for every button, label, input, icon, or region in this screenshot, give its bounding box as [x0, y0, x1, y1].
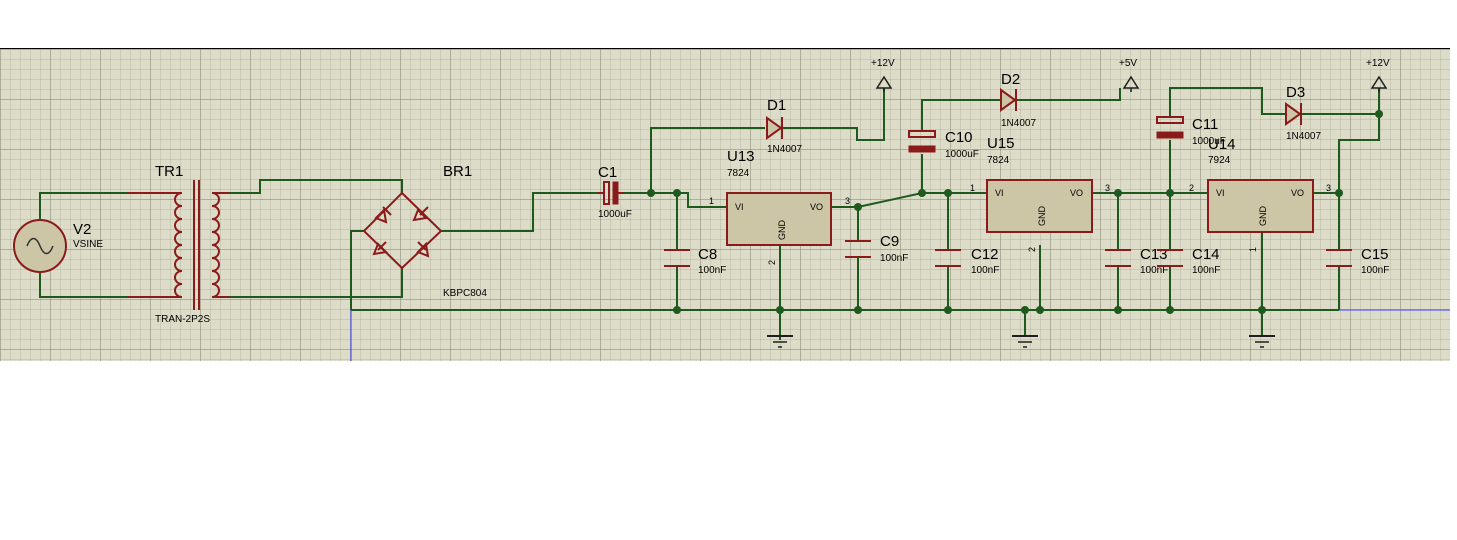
- d2-value: 1N4007: [1001, 118, 1036, 129]
- c9-value: 100nF: [880, 253, 908, 264]
- junction-dots: [647, 110, 1383, 314]
- d2-ref: D2: [1001, 71, 1020, 88]
- br1-ref: BR1: [443, 163, 472, 180]
- power-terminal-3[interactable]: +12V: [1366, 58, 1390, 92]
- tr1-ref: TR1: [155, 163, 183, 180]
- u14-pin-vo: VO: [1291, 188, 1304, 198]
- u15-pin-2: 2: [1027, 247, 1037, 252]
- diode-d1[interactable]: D1 1N4007: [766, 97, 802, 155]
- bridge-rectifier-br1[interactable]: BR1 KBPC804: [362, 163, 487, 299]
- u14-pin-1: 1: [1248, 247, 1258, 252]
- u15-value: 7824: [987, 155, 1010, 166]
- capacitor-c11[interactable]: C11 1000uF: [1156, 116, 1226, 147]
- diode-d3[interactable]: D3 1N4007: [1285, 84, 1321, 142]
- c14-value: 100nF: [1192, 265, 1220, 276]
- u14-pin-gnd: GND: [1258, 206, 1268, 227]
- ground-icon[interactable]: [767, 335, 793, 348]
- wires: [39, 87, 1380, 340]
- c14-ref: C14: [1192, 246, 1220, 263]
- capacitor-c14[interactable]: C14 100nF: [1157, 246, 1220, 276]
- capacitor-c9[interactable]: C9 100nF: [845, 233, 908, 264]
- c15-ref: C15: [1361, 246, 1389, 263]
- c1-ref: C1: [598, 164, 617, 181]
- u15-pin-gnd: GND: [1037, 206, 1047, 227]
- diode-d2[interactable]: D2 1N4007: [1000, 71, 1036, 129]
- c11-ref: C11: [1192, 116, 1218, 133]
- sheet-border: [0, 48, 1450, 49]
- c12-value: 100nF: [971, 265, 999, 276]
- u14-pin-3: 3: [1326, 183, 1331, 193]
- d1-ref: D1: [767, 97, 786, 114]
- u13-pin-vi: VI: [735, 202, 744, 212]
- power-terminal-1[interactable]: +12V: [871, 58, 895, 92]
- terminal-3-label: +12V: [1366, 58, 1390, 69]
- power-terminal-2[interactable]: +5V: [1119, 58, 1140, 92]
- u14-pin-vi: VI: [1216, 188, 1225, 198]
- u13-pin-1: 1: [709, 196, 714, 206]
- capacitor-c12[interactable]: C12 100nF: [935, 246, 999, 276]
- v2-ref: V2: [73, 221, 91, 238]
- c13-ref: C13: [1140, 246, 1168, 263]
- terminal-1-label: +12V: [871, 58, 895, 69]
- c13-value: 100nF: [1140, 265, 1168, 276]
- ground-icon[interactable]: [1249, 335, 1275, 348]
- c11-value: 1000uF: [1192, 136, 1226, 147]
- capacitor-c1[interactable]: C1 1000uF: [598, 164, 632, 220]
- d3-value: 1N4007: [1286, 131, 1321, 142]
- u15-pin-vo: VO: [1070, 188, 1083, 198]
- capacitor-c10[interactable]: C10 1000uF: [908, 129, 979, 160]
- u15-pin-3: 3: [1105, 183, 1110, 193]
- v2-value: VSINE: [73, 239, 103, 250]
- u15-pin-1: 1: [970, 183, 975, 193]
- u13-value: 7824: [727, 168, 750, 179]
- u14-pin-2: 2: [1189, 183, 1194, 193]
- regulator-u14[interactable]: VI VO GND 1 2 3 U14 7924: [1189, 136, 1331, 252]
- capacitor-c15[interactable]: C15 100nF: [1326, 246, 1389, 276]
- c15-value: 100nF: [1361, 265, 1389, 276]
- u14-value: 7924: [1208, 155, 1231, 166]
- regulator-u13[interactable]: VI VO GND 1 2 3 U13 7824: [709, 148, 850, 265]
- c10-value: 1000uF: [945, 149, 979, 160]
- capacitor-c8[interactable]: C8 100nF: [664, 246, 726, 276]
- u13-pin-gnd: GND: [777, 220, 787, 241]
- u14-ref: U14: [1208, 136, 1236, 153]
- tr1-value: TRAN-2P2S: [155, 314, 210, 325]
- d1-value: 1N4007: [767, 144, 802, 155]
- transformer-tr1[interactable]: TR1 TRAN-2P2S: [128, 163, 230, 325]
- u13-pin-3: 3: [845, 196, 850, 206]
- d3-ref: D3: [1286, 84, 1305, 101]
- c8-ref: C8: [698, 246, 717, 263]
- regulator-u15[interactable]: VI VO GND 1 2 3 U15 7824: [970, 135, 1110, 252]
- sine-wave-icon: [26, 237, 54, 255]
- u15-ref: U15: [987, 135, 1015, 152]
- c9-ref: C9: [880, 233, 899, 250]
- terminal-2-label: +5V: [1119, 58, 1137, 69]
- u15-pin-vi: VI: [995, 188, 1004, 198]
- ground-icon[interactable]: [1012, 335, 1038, 348]
- voltage-source-v2[interactable]: V2 VSINE: [13, 219, 103, 273]
- u13-pin-vo: VO: [810, 202, 823, 212]
- c10-ref: C10: [945, 129, 973, 146]
- c1-value: 1000uF: [598, 209, 632, 220]
- br1-value: KBPC804: [443, 288, 487, 299]
- u13-ref: U13: [727, 148, 755, 165]
- c8-value: 100nF: [698, 265, 726, 276]
- c12-ref: C12: [971, 246, 999, 263]
- u13-pin-2: 2: [767, 260, 777, 265]
